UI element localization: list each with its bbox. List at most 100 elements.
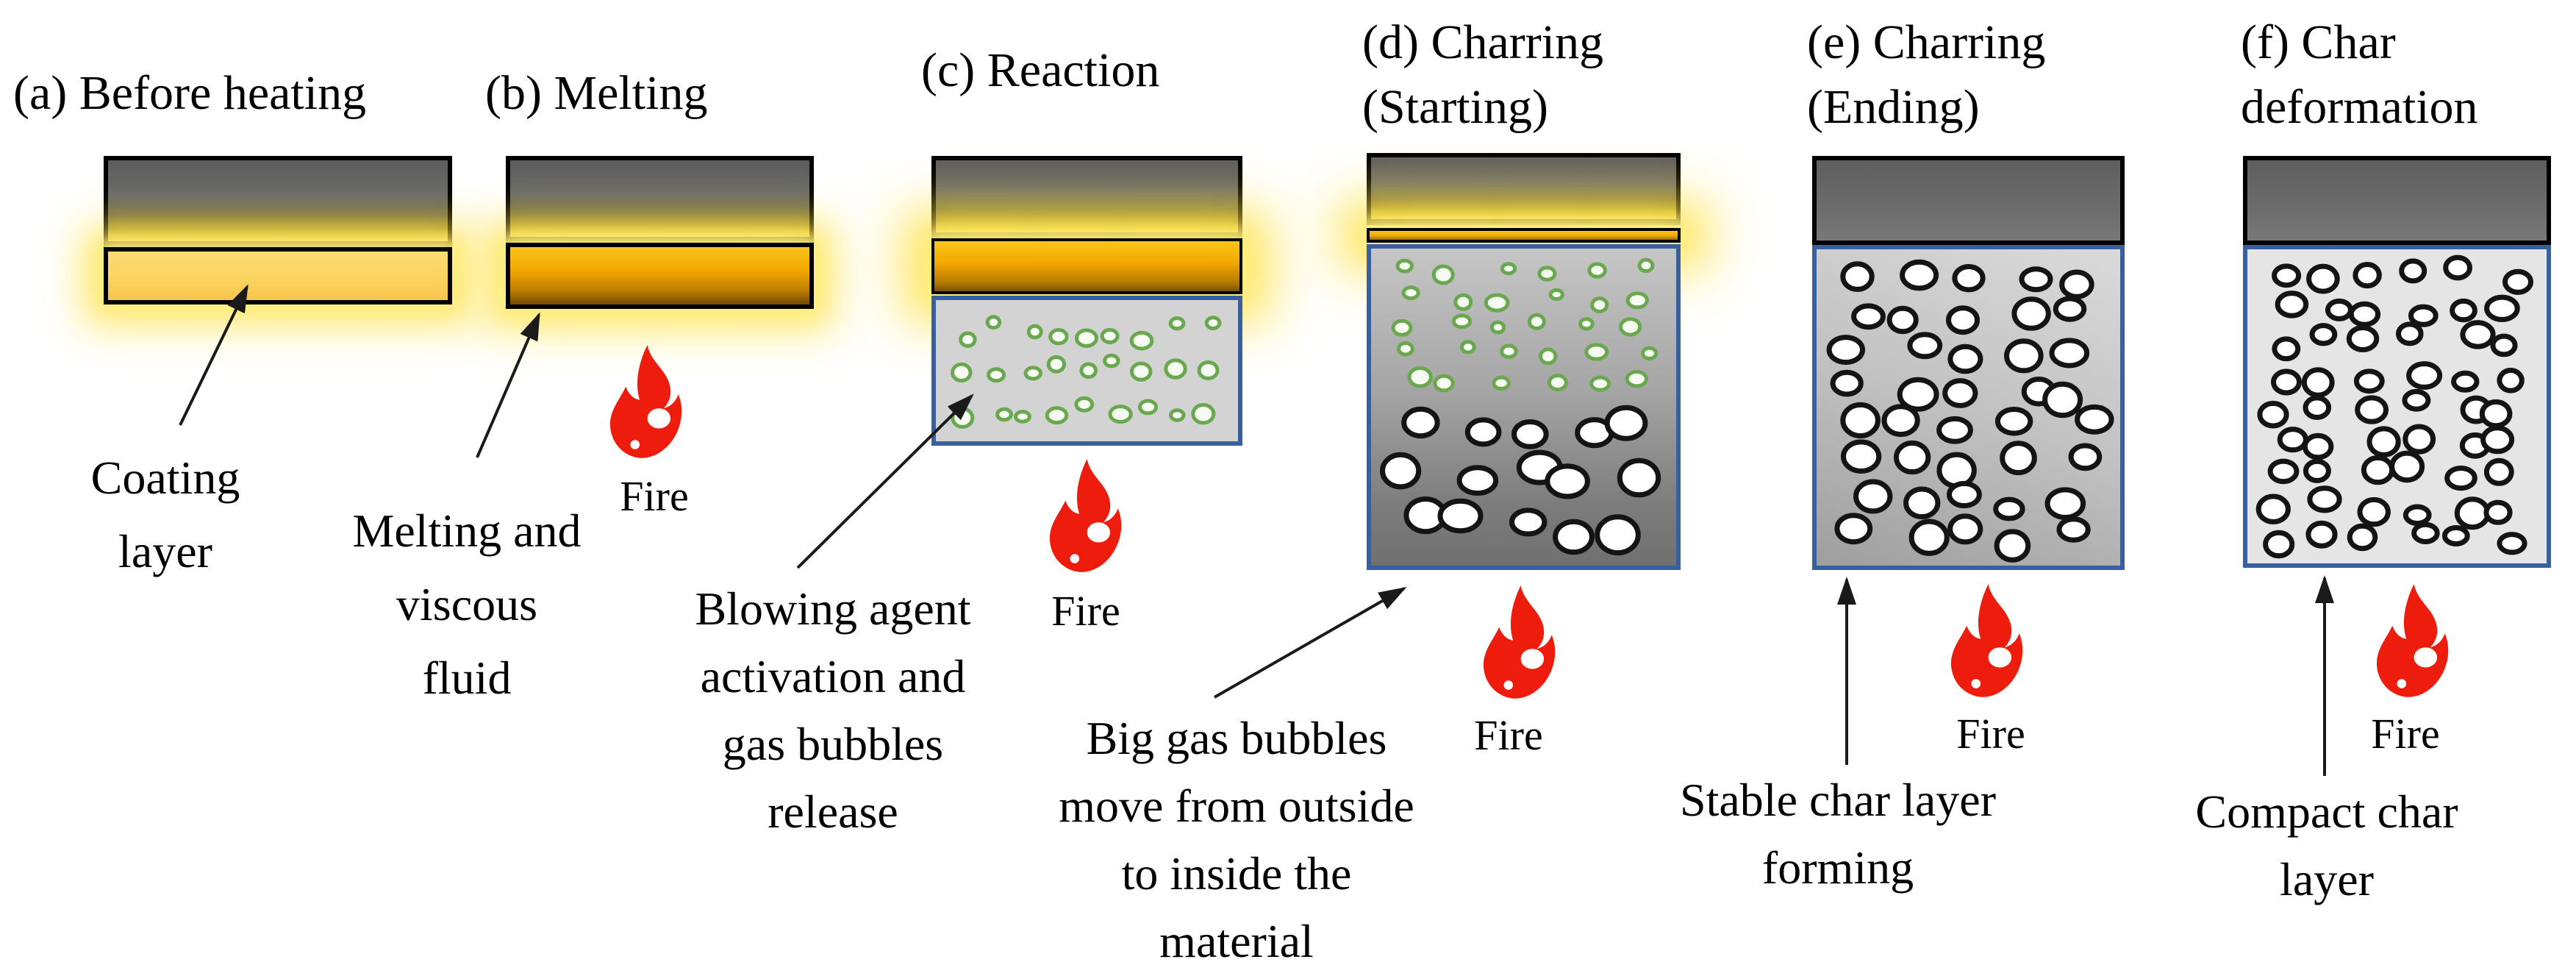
gas-bubble-white: [2305, 520, 2338, 549]
gas-bubble-white: [2403, 504, 2432, 527]
gas-bubble-white: [2441, 525, 2470, 546]
gas-bubble-white: [2309, 323, 2338, 346]
gas-bubble-green: [1074, 396, 1095, 413]
panel-b-label-line1: (b) Melting: [485, 66, 708, 120]
panel-e-fire-label: Fire: [1956, 710, 2025, 758]
gas-bubble-green: [1548, 288, 1564, 302]
panel-f-annotation-line1: Compact char: [2195, 786, 2458, 838]
gas-bubble-white: [1840, 261, 1875, 292]
panel-e-label-line1: (e) Charring: [1807, 15, 2046, 69]
gas-bubble-green: [1397, 341, 1414, 357]
gas-bubble-green: [1433, 374, 1455, 393]
gas-bubble-white: [2443, 254, 2473, 281]
gas-bubble-white: [2347, 523, 2378, 552]
panel-e-annotation-line1: Stable char layer: [1680, 774, 1996, 826]
panel-e-bubbles: [1826, 259, 2114, 563]
gas-bubble-white: [2272, 336, 2301, 362]
gas-bubble-white: [1437, 498, 1484, 534]
gas-bubble-green: [1500, 343, 1518, 359]
panel-f-annotation-line2: layer: [2280, 853, 2374, 905]
gas-bubble-white: [1903, 486, 1941, 520]
gas-bubble-green: [1625, 369, 1648, 388]
fire-icon: [1049, 459, 1122, 572]
gas-bubble-green: [1578, 317, 1595, 331]
gas-bubble-white: [2307, 485, 2342, 513]
gas-bubble-white: [2490, 333, 2518, 357]
panel-f-annotation: Compact char layer: [2195, 778, 2458, 913]
gas-bubble-green: [1169, 408, 1186, 422]
gas-bubble-green: [1548, 374, 1568, 392]
gas-bubble-green: [1459, 340, 1476, 355]
gas-bubble-green: [1484, 293, 1510, 313]
panel-c-fire-label: Fire: [1051, 587, 1120, 635]
panel-f-fire-label: Fire: [2371, 710, 2440, 758]
gas-bubble-white: [2263, 530, 2295, 559]
fire-icon: [1950, 584, 2023, 697]
panel-c-annotation-line2: activation and: [700, 650, 966, 702]
panel-d-substrate-box: [1367, 153, 1681, 225]
gas-bubble-white: [2399, 258, 2427, 284]
gas-bubble-white: [2000, 441, 2037, 476]
gas-bubble-white: [1994, 407, 2033, 436]
gas-bubble-white: [1947, 343, 1983, 374]
gas-bubble-white: [2056, 516, 2091, 543]
panel-e-label-line2: (Ending): [1807, 80, 1980, 134]
gas-bubble-white: [2303, 458, 2331, 483]
gas-bubble-white: [1830, 369, 1864, 397]
panel-b-annotation-line2: viscous: [396, 578, 537, 630]
gas-bubble-white: [2460, 320, 2496, 349]
gas-bubble-white: [2019, 266, 2053, 293]
gas-bubble-white: [2049, 338, 2090, 368]
gas-bubble-green: [1641, 346, 1659, 361]
gas-bubble-white: [1379, 452, 1422, 490]
gas-bubble-green: [1079, 362, 1098, 380]
panel-b-annotation-line3: fluid: [422, 652, 512, 704]
gas-bubble-green: [1584, 343, 1609, 361]
gas-bubble-green: [1014, 410, 1031, 424]
gas-bubble-green: [1401, 285, 1420, 301]
gas-bubble-white: [1947, 513, 1983, 545]
gas-bubble-green: [951, 407, 975, 429]
panel-d-annotation-line3: to inside the: [1121, 847, 1352, 900]
gas-bubble-white: [2346, 325, 2380, 352]
gas-bubble-white: [1545, 463, 1590, 499]
panel-a-annotation-line2: layer: [118, 525, 212, 577]
gas-bubble-green: [1637, 257, 1655, 274]
gas-bubble-white: [1942, 378, 1978, 408]
gas-bubble-white: [2306, 263, 2340, 294]
gas-bubble-white: [1826, 335, 1865, 366]
panel-a-label: (a) Before heating: [13, 61, 366, 126]
panel-e-annotation-line2: forming: [1761, 841, 1914, 894]
gas-bubble-white: [1553, 519, 1595, 555]
gas-bubble-white: [2053, 296, 2087, 322]
fire-icon: [1483, 585, 1556, 699]
gas-bubble-green: [959, 331, 977, 348]
gas-bubble-green: [987, 367, 1006, 383]
gas-bubble-green: [1137, 399, 1159, 416]
gas-bubble-white: [1617, 457, 1661, 498]
panel-b-label: (b) Melting: [485, 61, 707, 126]
gas-bubble-green: [995, 407, 1013, 422]
gas-bubble-green: [1590, 296, 1609, 313]
gas-bubble-white: [2011, 296, 2051, 331]
gas-bubble-green: [1489, 320, 1506, 335]
gas-bubble-green: [1103, 353, 1120, 368]
panel-f-label-line1: (f) Char: [2241, 15, 2396, 69]
panel-d-fire-label: Fire: [1474, 711, 1543, 759]
gas-bubble-green: [1391, 318, 1413, 337]
gas-bubble-white: [2497, 532, 2527, 555]
panel-d-char-box: [1367, 244, 1681, 570]
gas-bubble-white: [1841, 439, 1882, 474]
panel-f-label-line2: deformation: [2241, 80, 2478, 134]
gas-bubble-white: [2302, 432, 2334, 460]
gas-bubble-white: [2411, 521, 2440, 544]
gas-bubble-green: [1587, 262, 1607, 279]
gas-bubble-green: [1619, 317, 1642, 337]
gas-bubble-green: [1108, 405, 1133, 424]
gas-bubble-white: [2403, 424, 2436, 455]
gas-bubble-white: [2451, 370, 2480, 393]
panel-d-annotation-line2: move from outside: [1059, 780, 1414, 832]
